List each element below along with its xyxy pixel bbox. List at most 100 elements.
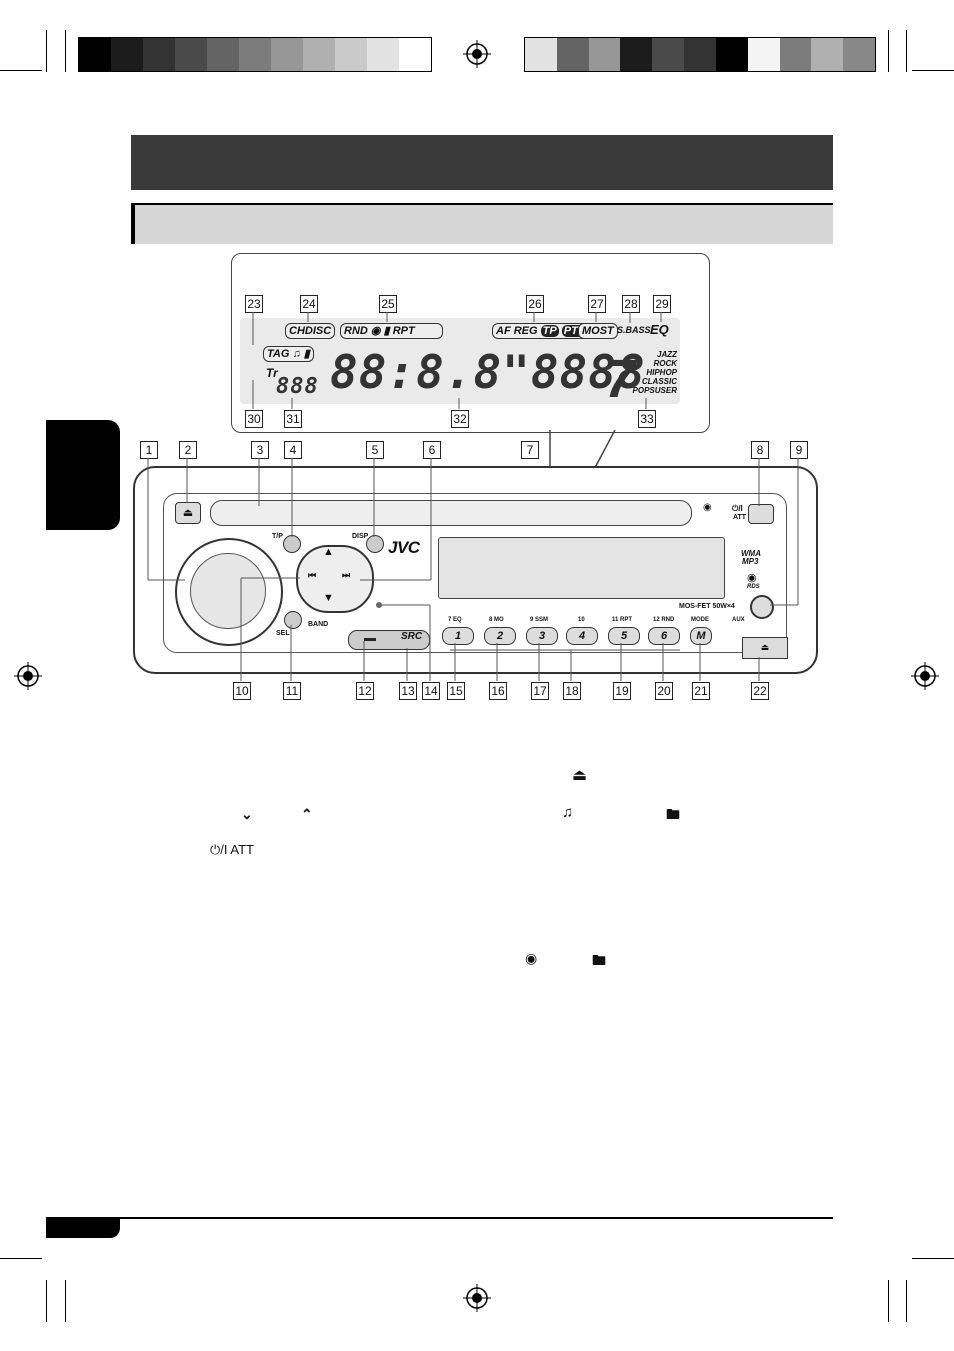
att-text: ATT bbox=[230, 842, 254, 857]
callout-26: 26 bbox=[526, 295, 544, 313]
section-header-bar bbox=[131, 135, 833, 190]
eq-mode-pops: POPS bbox=[632, 386, 655, 395]
power-att-button[interactable] bbox=[748, 504, 774, 524]
eq-mode-rock: ROCK bbox=[653, 359, 677, 368]
direction-pad[interactable] bbox=[296, 545, 374, 613]
lcd-tag-indicator: TAG ♫ ▮ bbox=[263, 346, 314, 362]
lcd-sbass-indicator: S.BASS bbox=[617, 325, 651, 335]
crop-mark bbox=[0, 70, 42, 71]
mp3-logo: MP3 bbox=[742, 557, 759, 566]
disc-loading-slot bbox=[210, 500, 692, 526]
remote-sensor bbox=[376, 602, 382, 608]
lcd-track-digits: 888 bbox=[276, 374, 319, 399]
callout-25: 25 bbox=[379, 295, 397, 313]
previous-track-icon[interactable]: ⏮ bbox=[308, 570, 317, 580]
rds-label: RDS bbox=[747, 584, 760, 590]
preset-button-2[interactable]: 2 bbox=[484, 627, 516, 645]
callout-22: 22 bbox=[751, 682, 769, 700]
control-panel-release-button[interactable]: ⏏ bbox=[742, 637, 788, 659]
registration-mark-icon bbox=[463, 1284, 491, 1312]
crop-mark bbox=[46, 1280, 47, 1322]
next-track-icon[interactable]: ⏭ bbox=[342, 570, 351, 580]
sel-button[interactable] bbox=[284, 611, 302, 629]
preset-button-1[interactable]: 1 bbox=[442, 627, 474, 645]
wma-logo: WMA bbox=[741, 549, 761, 558]
callout-16: 16 bbox=[489, 682, 507, 700]
eq-mode-row: POPSUSER bbox=[619, 386, 677, 395]
callout-2: 2 bbox=[179, 441, 197, 459]
crop-mark bbox=[906, 1280, 907, 1322]
rds-logo-icon: ◉ bbox=[747, 572, 757, 584]
chevron-up-icon: ⌃ bbox=[301, 806, 313, 822]
eq-mode-hiphop: HIPHOP bbox=[646, 368, 677, 377]
src-button[interactable]: SRC bbox=[401, 631, 423, 642]
detach-button[interactable] bbox=[364, 638, 376, 641]
callout-15: 15 bbox=[447, 682, 465, 700]
callout-18: 18 bbox=[563, 682, 581, 700]
chevron-down-icon: ⌄ bbox=[241, 806, 253, 822]
eject-icon: ⏏ bbox=[182, 507, 194, 519]
eq-mode-jazz: JAZZ bbox=[657, 350, 677, 359]
preset-6-label: 12 RND bbox=[653, 617, 675, 623]
callout-32: 32 bbox=[451, 410, 469, 428]
callout-9: 9 bbox=[790, 441, 808, 459]
subsection-header-bar bbox=[131, 203, 833, 244]
callout-29: 29 bbox=[653, 295, 671, 313]
preset-1-label: 7 EQ bbox=[448, 617, 462, 623]
disp-label: DISP bbox=[352, 533, 369, 540]
music-note-icon: ♫ bbox=[562, 804, 574, 821]
lcd-main-digits: 88:8.8"8888 bbox=[330, 345, 646, 399]
callout-19: 19 bbox=[613, 682, 631, 700]
registration-mark-icon bbox=[14, 662, 42, 690]
callout-23: 23 bbox=[245, 295, 263, 313]
crop-mark bbox=[65, 30, 66, 72]
color-bar-right bbox=[524, 37, 876, 72]
preset-button-5[interactable]: 5 bbox=[608, 627, 640, 645]
preset-button-4[interactable]: 4 bbox=[566, 627, 598, 645]
power-icon: ⏻/I bbox=[732, 504, 743, 513]
callout-20: 20 bbox=[655, 682, 673, 700]
mosfet-label: MOS-FET 50W×4 bbox=[679, 603, 735, 610]
preset-4-label: 10 bbox=[578, 617, 585, 623]
lcd-rpt-label: RPT bbox=[392, 325, 415, 337]
band-label: BAND bbox=[308, 621, 329, 628]
crop-mark bbox=[912, 1258, 954, 1259]
preset-2-label: 8 MO bbox=[489, 617, 504, 623]
lcd-af-label: AF bbox=[496, 325, 511, 337]
callout-4: 4 bbox=[284, 441, 302, 459]
tp-label: T/P bbox=[272, 533, 283, 540]
lcd-most-indicator: MOST bbox=[578, 323, 618, 339]
folder-icon: ▮ bbox=[383, 325, 390, 337]
eq-mode-user: USER bbox=[654, 386, 677, 395]
eject-icon: ⏏ bbox=[572, 767, 588, 784]
preset-button-3[interactable]: 3 bbox=[526, 627, 558, 645]
power-icon: ⏻/I bbox=[210, 842, 231, 857]
up-arrow-icon[interactable]: ▲ bbox=[323, 546, 334, 558]
callout-30: 30 bbox=[245, 410, 263, 428]
disp-button[interactable] bbox=[366, 535, 384, 553]
callout-8: 8 bbox=[751, 441, 769, 459]
crop-mark bbox=[912, 70, 954, 71]
down-arrow-icon[interactable]: ▼ bbox=[323, 592, 334, 604]
crop-mark bbox=[0, 1258, 42, 1259]
lcd-rnd-indicator: RND ◉ ▮ RPT bbox=[340, 323, 443, 339]
folder-icon: 🖿 bbox=[592, 952, 606, 968]
lcd-rnd-label: RND bbox=[344, 325, 368, 337]
control-dial-knob bbox=[190, 553, 266, 629]
lcd-level-bar: 7 bbox=[605, 349, 636, 409]
brand-logo: JVC bbox=[388, 538, 420, 557]
sel-label: SEL bbox=[276, 630, 290, 637]
disc-icon: ◉ bbox=[370, 325, 381, 337]
preset-button-6[interactable]: 6 bbox=[648, 627, 680, 645]
leader-lines bbox=[147, 312, 799, 681]
callout-6: 6 bbox=[423, 441, 441, 459]
preset-3-label: 9 SSM bbox=[530, 617, 549, 623]
mode-button[interactable]: M bbox=[690, 627, 712, 645]
callout-13: 13 bbox=[399, 682, 417, 700]
callout-11: 11 bbox=[283, 682, 301, 700]
callout-3: 3 bbox=[251, 441, 269, 459]
callout-10: 10 bbox=[233, 682, 251, 700]
main-display-window bbox=[438, 537, 725, 599]
aux-input-jack[interactable] bbox=[750, 595, 774, 619]
eject-button[interactable]: ⏏ bbox=[175, 502, 201, 524]
